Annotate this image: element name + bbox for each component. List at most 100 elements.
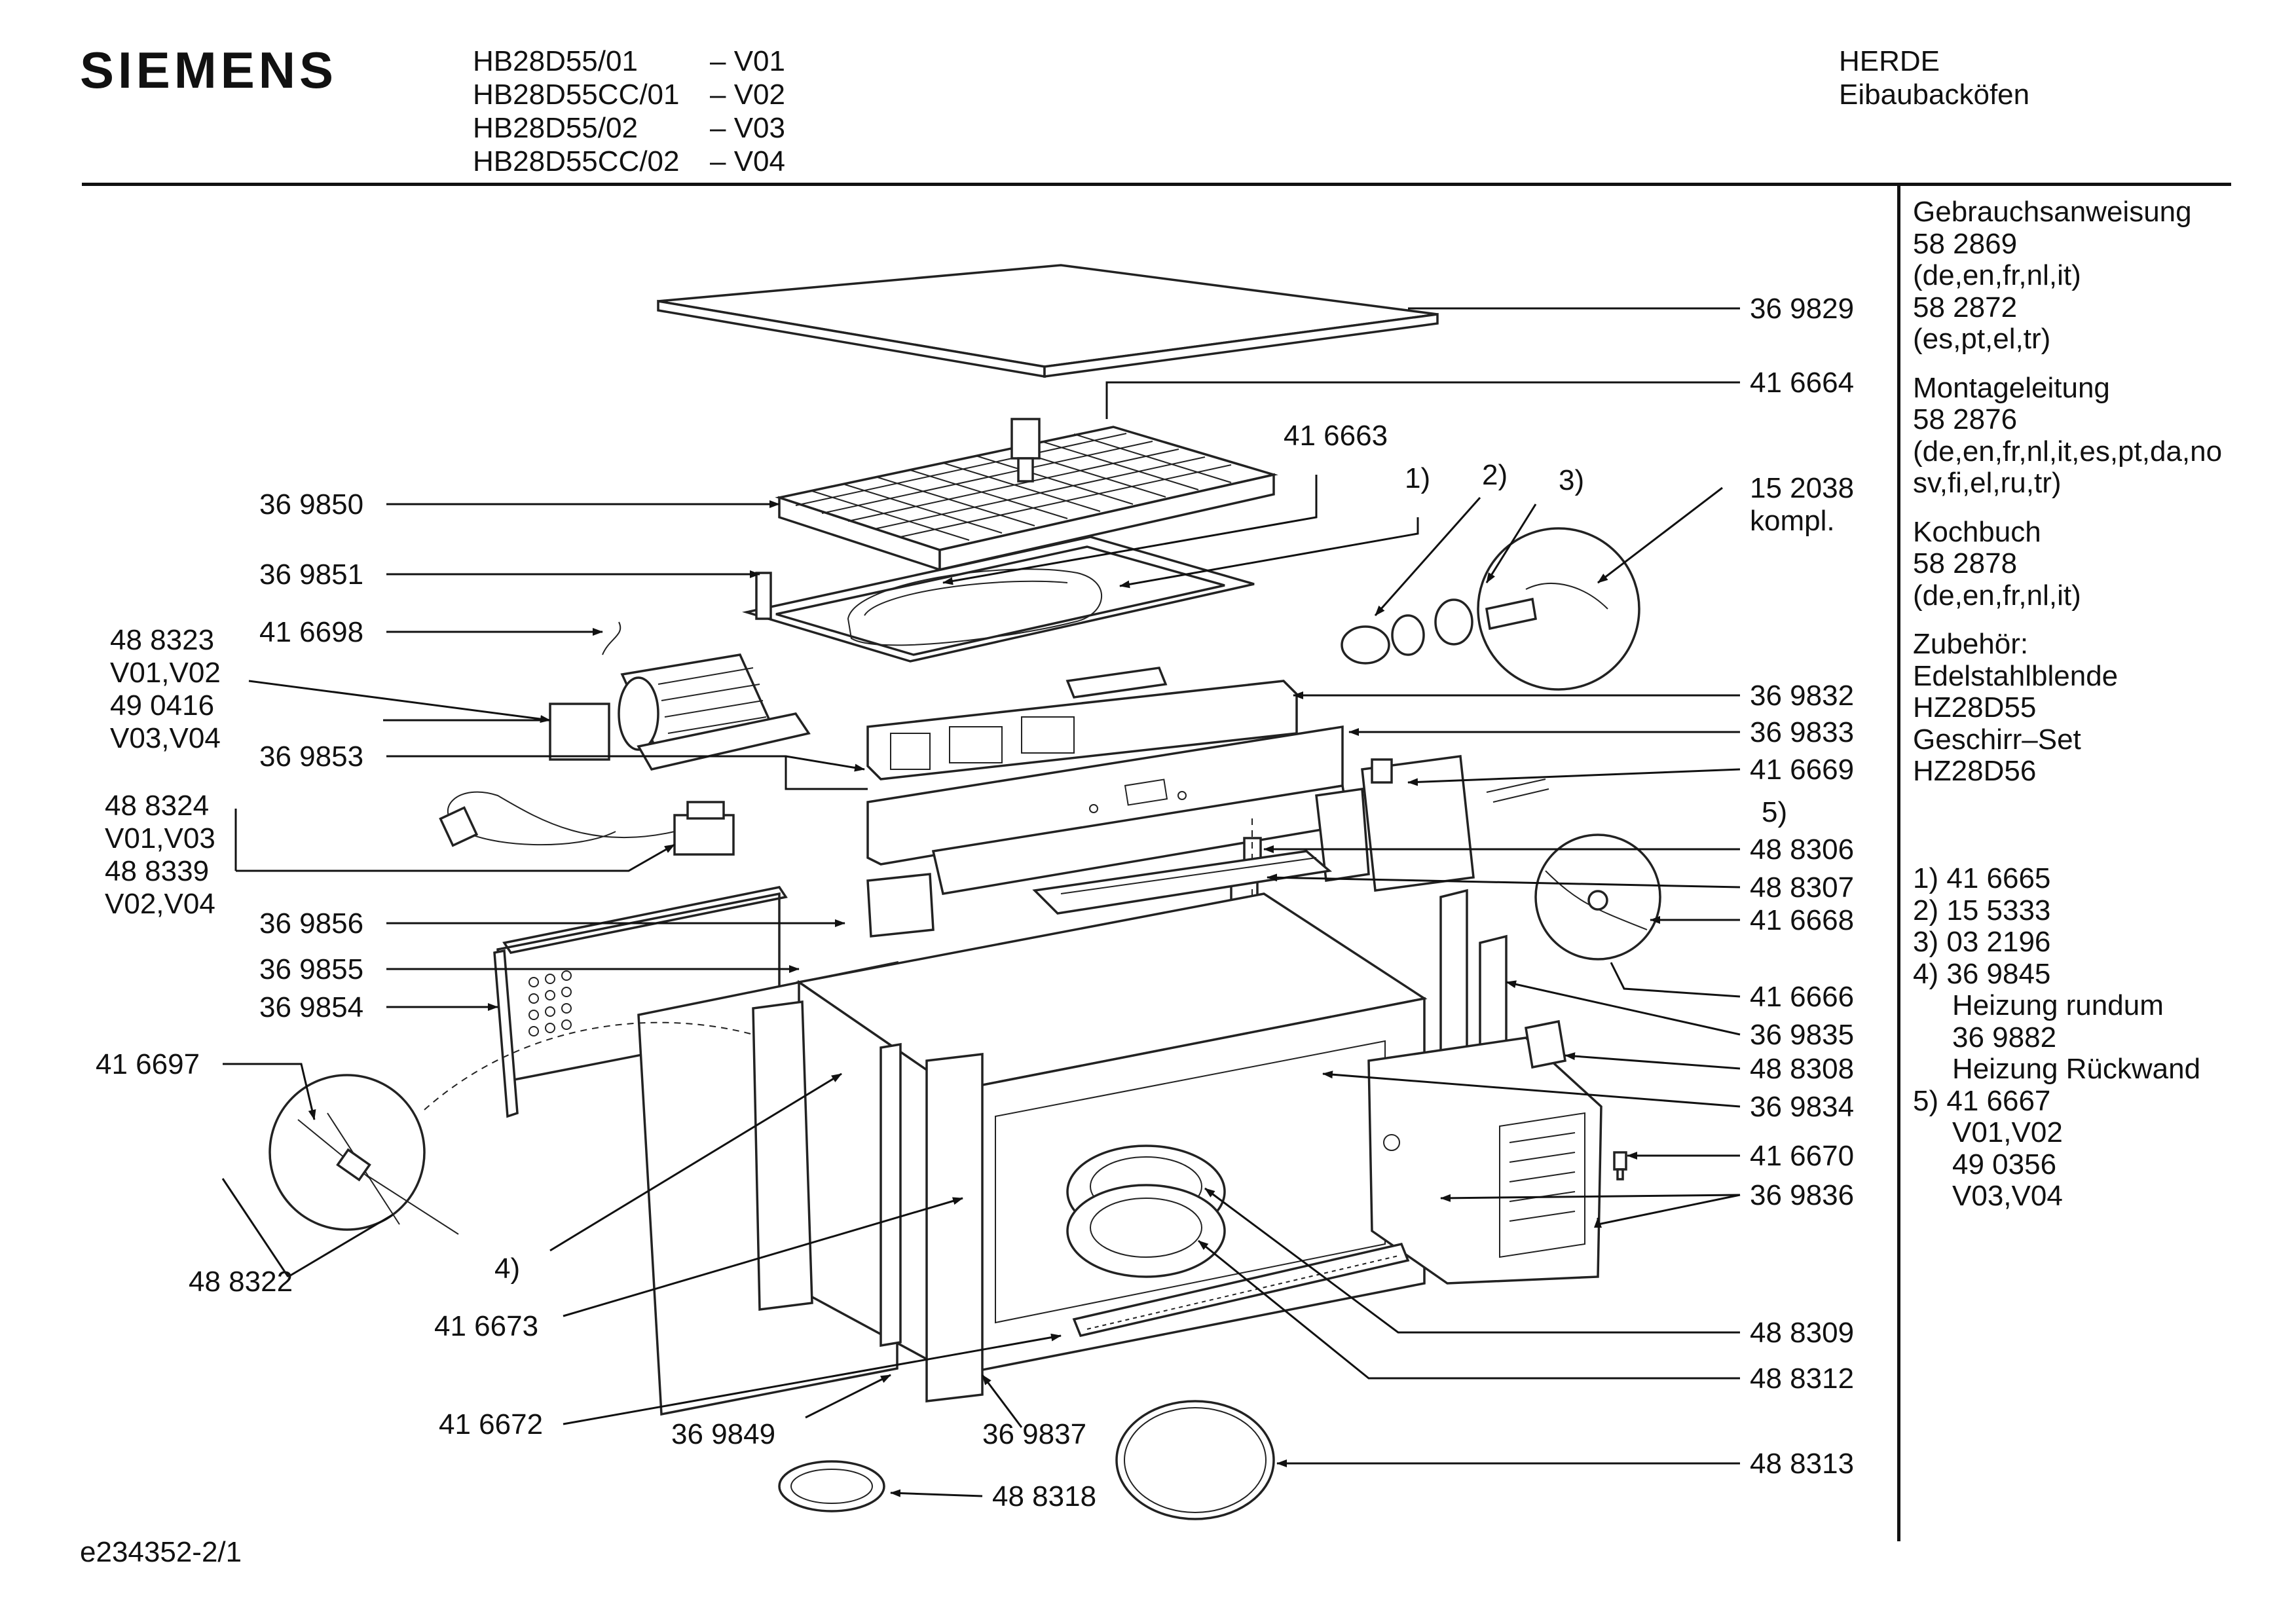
footnote-list: 1) 41 6665 2) 15 5333 3) 03 2196 4) 36 9… xyxy=(1913,862,2201,1213)
model-code: HB28D55CC/01 xyxy=(473,79,680,111)
callout-label: 48 8324 xyxy=(105,790,209,822)
model-row: HB28D55/02– V03 xyxy=(473,111,785,145)
doc-line: sv,fi,el,ru,tr) xyxy=(1913,467,2062,499)
callout-label: 41 6698 xyxy=(259,616,363,648)
model-variant: – V04 xyxy=(710,145,785,177)
model-variant: – V02 xyxy=(710,79,785,111)
callout-label: 48 8339 xyxy=(105,855,209,887)
category-title: HERDE xyxy=(1839,45,1940,77)
model-code: HB28D55CC/02 xyxy=(473,145,680,177)
doc-line: (es,pt,el,tr) xyxy=(1913,323,2051,355)
leader-lines xyxy=(221,307,1741,1497)
sidebar-divider xyxy=(1897,186,1900,1541)
callout-label: V02,V04 xyxy=(105,888,215,920)
doc-block-manual: Gebrauchsanweisung 58 2869 (de,en,fr,nl,… xyxy=(1913,196,2253,356)
doc-line: 58 2872 xyxy=(1913,291,2018,323)
doc-line: 58 2869 xyxy=(1913,227,2018,260)
callout-label: 41 6697 xyxy=(96,1048,200,1080)
callout-label: V03,V04 xyxy=(110,722,221,754)
drawing-id: e234352-2/1 xyxy=(80,1536,242,1568)
part-door xyxy=(1367,1036,1602,1285)
part-lamp-socket xyxy=(1613,1151,1627,1181)
part-door-seal xyxy=(1072,1242,1410,1338)
doc-line: 58 2878 xyxy=(1913,547,2018,579)
callout-label: 48 8323 xyxy=(110,624,214,656)
callout-label: 36 9834 xyxy=(1750,1091,1854,1123)
callout-label: 36 9854 xyxy=(259,991,363,1023)
model-row: HB28D55CC/02 – V04 xyxy=(473,145,785,178)
part-seal-ring-small xyxy=(778,1460,885,1512)
footnote: 4) 36 9845 xyxy=(1913,957,2051,990)
header-divider xyxy=(82,183,2231,186)
model-variant: – V01 xyxy=(710,45,785,77)
callout-label: 36 9837 xyxy=(982,1418,1086,1450)
callout-label: 48 8307 xyxy=(1750,871,1854,904)
doc-line: Geschirr–Set xyxy=(1913,723,2081,756)
doc-line: Montageleitung xyxy=(1913,371,2110,404)
part-turntable xyxy=(1066,1145,1226,1278)
doc-line: (de,en,fr,nl,it) xyxy=(1913,259,2081,291)
part-electronics-module xyxy=(1315,755,1549,892)
part-control-panel xyxy=(866,725,1351,896)
part-pcb-small xyxy=(1524,1019,1567,1069)
callout-label: 4) xyxy=(494,1253,520,1285)
callout-label: 36 9836 xyxy=(1750,1179,1854,1211)
grid-holes xyxy=(528,970,572,1036)
doc-line: (de,en,fr,nl,it) xyxy=(1913,579,2081,612)
callout-label: 48 8308 xyxy=(1750,1053,1854,1085)
exploded-view: 36 9829 41 6664 41 6663 1) 2) 3) 15 2038… xyxy=(96,264,1854,1520)
footnote: Heizung rundum xyxy=(1952,989,2164,1021)
doc-line: Gebrauchsanweisung xyxy=(1913,196,2192,228)
part-lamp-magnifier xyxy=(1534,833,1661,961)
brand-logo: SIEMENS xyxy=(80,41,338,99)
model-list: HB28D55/01– V01 HB28D55CC/01– V02 HB28D5… xyxy=(473,45,785,178)
callout-label: 48 8312 xyxy=(1750,1363,1854,1395)
part-fan-motor xyxy=(549,621,811,771)
callout-label: 48 8318 xyxy=(992,1480,1096,1512)
footnote: V01,V02 xyxy=(1952,1116,2063,1148)
model-code: HB28D55/02 xyxy=(473,112,638,144)
callout-label: 41 6664 xyxy=(1750,367,1854,399)
footnote: 3) 03 2196 xyxy=(1913,926,2051,958)
doc-line: Edelstahlblende xyxy=(1913,659,2119,692)
sidebar-docs: Gebrauchsanweisung 58 2869 (de,en,fr,nl,… xyxy=(1913,196,2253,805)
callout-label: 48 8306 xyxy=(1750,833,1854,866)
callout-label: 3) xyxy=(1559,464,1584,496)
footnote: 2) 15 5333 xyxy=(1913,894,2051,926)
callout-label: 41 6673 xyxy=(434,1310,538,1342)
part-top-cover xyxy=(657,264,1439,378)
doc-line: Zubehör: xyxy=(1913,628,2029,660)
callout-label: 5) xyxy=(1762,796,1787,828)
part-heating-frame xyxy=(742,536,1255,663)
callout-label: 36 9833 xyxy=(1750,716,1854,748)
part-grill-element xyxy=(1032,850,1333,915)
callout-label: 36 9855 xyxy=(259,953,363,985)
callout-label: 2) xyxy=(1482,459,1508,491)
footnote: V03,V04 xyxy=(1952,1180,2063,1212)
callout-label: 49 0416 xyxy=(110,689,214,722)
part-knob-magnifier xyxy=(1341,527,1640,691)
callout-labels: 36 9829 41 6664 41 6663 1) 2) 3) 15 2038… xyxy=(96,293,1854,1512)
callout-label: V01,V03 xyxy=(105,822,215,854)
doc-line: 58 2876 xyxy=(1913,403,2018,435)
callout-label: 41 6669 xyxy=(1750,754,1854,786)
callout-label: V01,V02 xyxy=(110,657,221,689)
callout-label: 36 9856 xyxy=(259,907,363,940)
footnote: Heizung Rückwand xyxy=(1952,1053,2201,1085)
callout-label: 36 9849 xyxy=(671,1418,775,1450)
doc-line: (de,en,fr,nl,it,es,pt,da,no xyxy=(1913,435,2223,467)
part-cooling-grid xyxy=(775,418,1278,572)
callout-label: 36 9832 xyxy=(1750,680,1854,712)
callout-label: 41 6668 xyxy=(1750,904,1854,936)
callout-label: 36 9835 xyxy=(1750,1019,1854,1051)
footnote: 5) 41 6667 xyxy=(1913,1084,2051,1117)
doc-line: HZ28D55 xyxy=(1913,691,2037,724)
doc-block-installation: Montageleitung 58 2876 (de,en,fr,nl,it,e… xyxy=(1913,371,2253,500)
callout-label: 15 2038 xyxy=(1750,472,1854,504)
doc-block-accessories: Zubehör: Edelstahlblende HZ28D55 Geschir… xyxy=(1913,628,2253,788)
doc-block-cookbook: Kochbuch 58 2878 (de,en,fr,nl,it) xyxy=(1913,516,2253,612)
callout-label: 1) xyxy=(1405,462,1430,494)
callout-label: 41 6666 xyxy=(1750,981,1854,1013)
callout-label: kompl. xyxy=(1750,505,1835,537)
